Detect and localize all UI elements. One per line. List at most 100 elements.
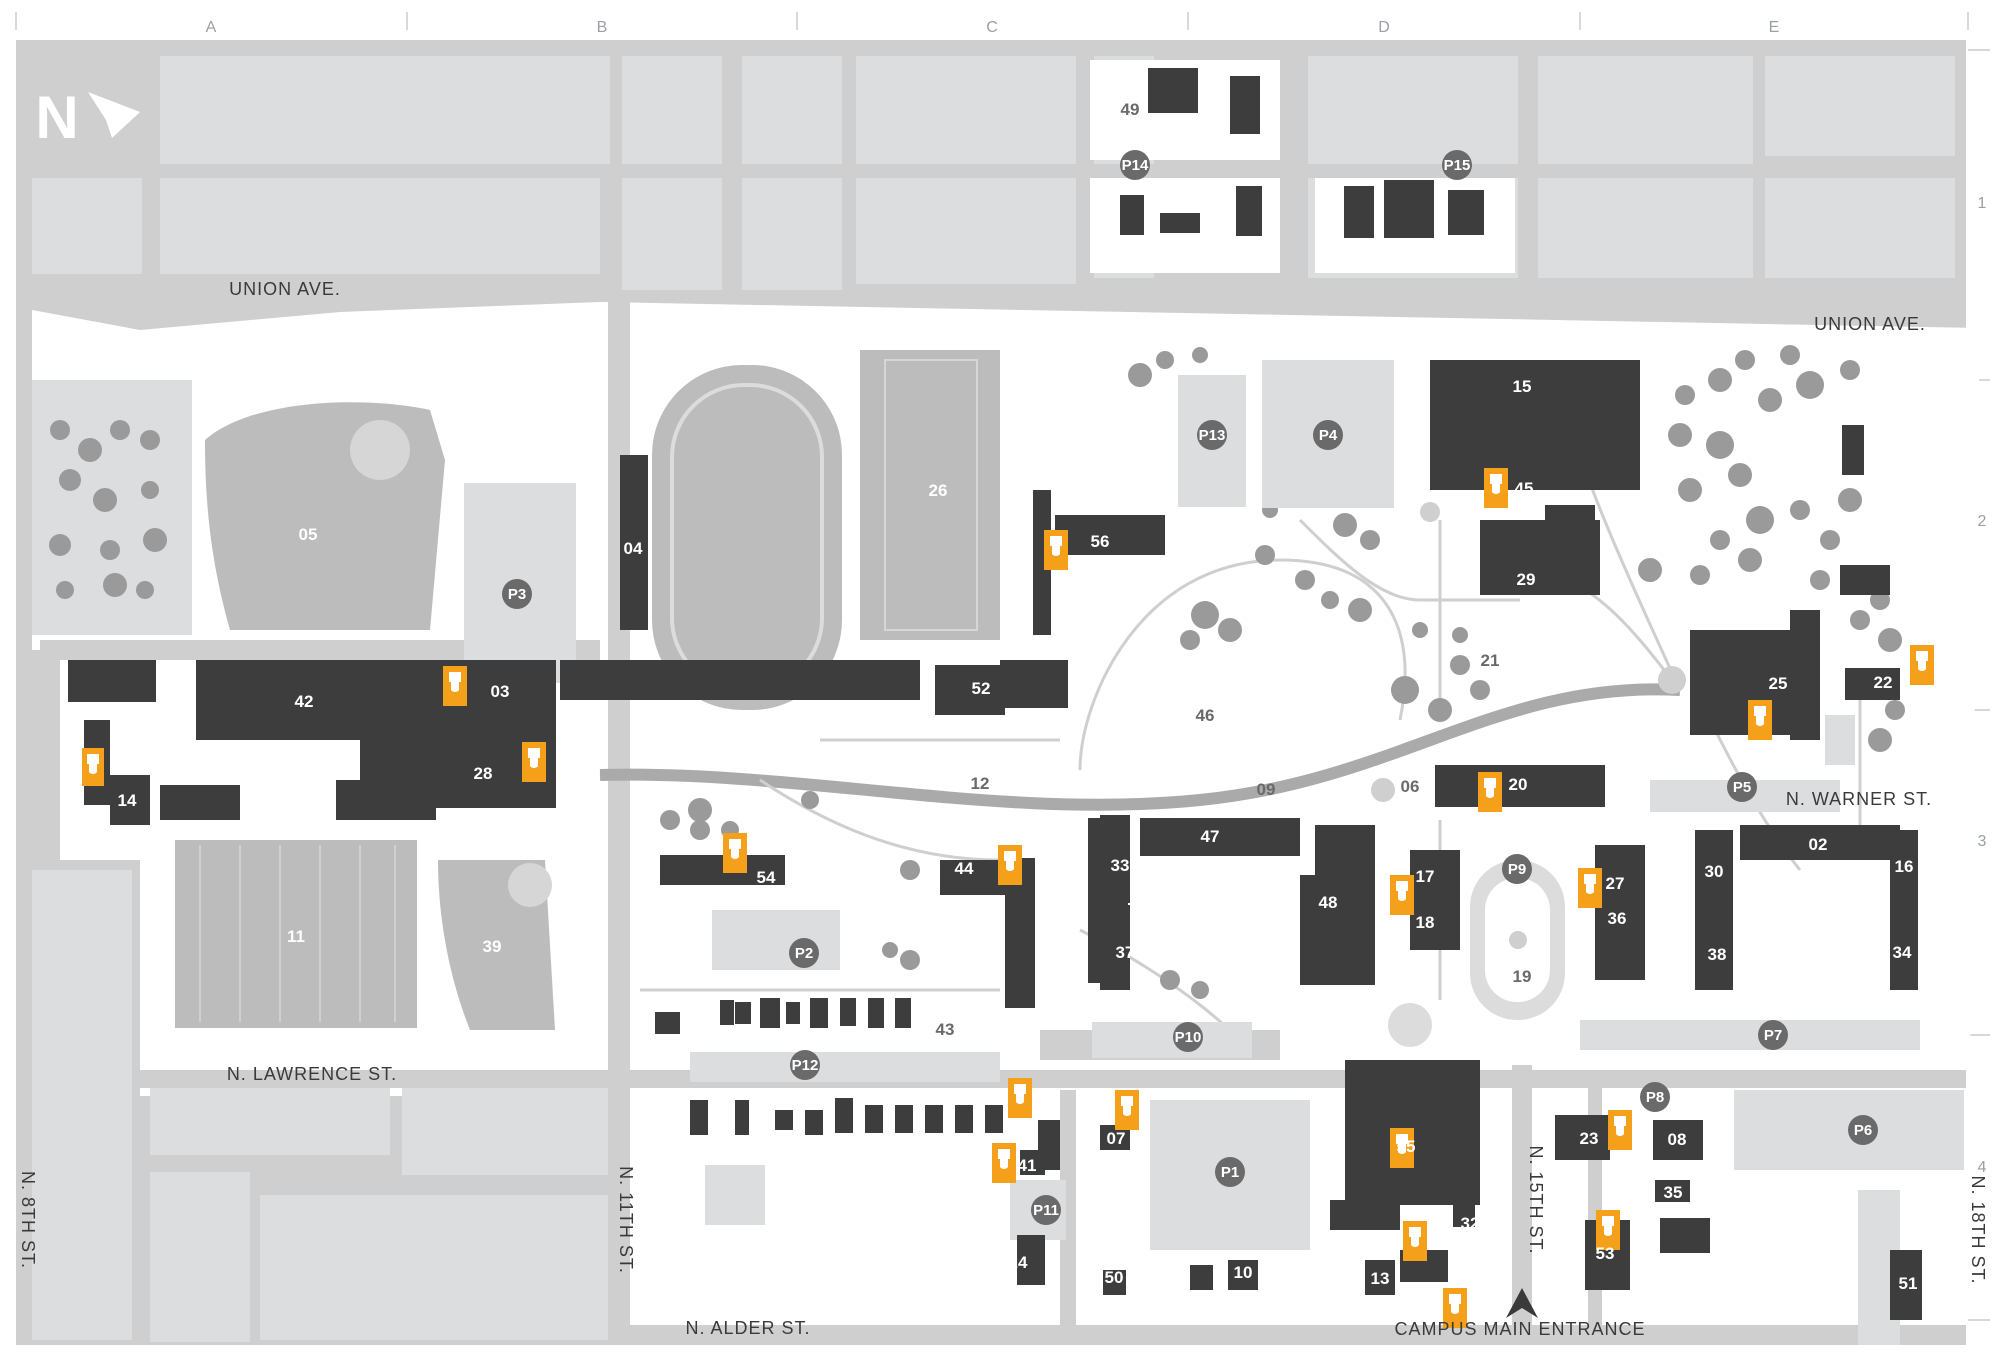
building-42[interactable]: 42 — [295, 692, 314, 711]
restroom-icon[interactable] — [443, 666, 467, 706]
building-22[interactable]: 22 — [1874, 673, 1893, 692]
parking-p2[interactable]: P2 — [789, 938, 819, 968]
building-32[interactable]: 32 — [1461, 1214, 1480, 1233]
fountain — [1388, 1003, 1432, 1047]
restroom-icon[interactable] — [1115, 1090, 1139, 1130]
parking-p11[interactable]: P11 — [1031, 1195, 1061, 1225]
building-02[interactable]: 02 — [1809, 835, 1828, 854]
building-25[interactable]: 25 — [1769, 674, 1788, 693]
building-10[interactable]: 10 — [1234, 1263, 1253, 1282]
field-39-infield — [508, 863, 552, 907]
area-43[interactable]: 43 — [936, 1020, 955, 1039]
building-38[interactable]: 38 — [1708, 945, 1727, 964]
building-28[interactable]: 28 — [474, 764, 493, 783]
area-39[interactable]: 39 — [483, 937, 502, 956]
area-11[interactable]: 11 — [287, 927, 305, 946]
building-30[interactable]: 30 — [1705, 862, 1724, 881]
parking-p7[interactable]: P7 — [1758, 1020, 1788, 1050]
building-03[interactable]: 03 — [491, 682, 510, 701]
grid-col-c: C — [986, 19, 998, 36]
grid-row-4: 4 — [1978, 1159, 1987, 1176]
restroom-icon[interactable] — [1910, 645, 1934, 685]
building-29[interactable]: 29 — [1517, 570, 1536, 589]
parking-p12[interactable]: P12 — [790, 1050, 820, 1080]
restroom-icon[interactable] — [522, 742, 546, 782]
building-40[interactable]: 40 — [1436, 1233, 1455, 1252]
area-06[interactable]: 06 — [1401, 777, 1420, 796]
restroom-icon[interactable] — [1478, 772, 1502, 812]
area-19[interactable]: 19 — [1513, 967, 1532, 986]
building-08[interactable]: 08 — [1668, 1130, 1687, 1149]
restroom-icon[interactable] — [1484, 468, 1508, 508]
building-56[interactable]: 56 — [1091, 532, 1110, 551]
street-lawrence: N. LAWRENCE ST. — [227, 1064, 397, 1084]
building-24[interactable]: 24 — [1009, 1253, 1028, 1272]
building-48[interactable]: 48 — [1319, 893, 1338, 912]
grid-row-3: 3 — [1978, 833, 1987, 850]
area-46[interactable]: 46 — [1196, 706, 1215, 725]
building-35[interactable]: 35 — [1664, 1183, 1683, 1202]
building-34[interactable]: 34 — [1893, 943, 1912, 962]
restroom-icon[interactable] — [1008, 1078, 1032, 1118]
parking-p5[interactable]: P5 — [1727, 772, 1757, 802]
building-51[interactable]: 51 — [1899, 1274, 1918, 1293]
parking-p8[interactable]: P8 — [1640, 1082, 1670, 1112]
building-14[interactable]: 14 — [118, 791, 137, 810]
tree-clusters — [49, 345, 1905, 1040]
parking-p14[interactable]: P14 — [1120, 150, 1150, 180]
restroom-icon[interactable] — [1403, 1221, 1427, 1261]
parking-p9[interactable]: P9 — [1502, 854, 1532, 884]
parking-p6[interactable]: P6 — [1848, 1115, 1878, 1145]
building-15[interactable]: 15 — [1513, 377, 1532, 396]
building-45[interactable]: 45 — [1515, 479, 1534, 498]
building-18[interactable]: 18 — [1416, 913, 1435, 932]
building-23[interactable]: 23 — [1580, 1129, 1599, 1148]
parking-p10[interactable]: P10 — [1173, 1022, 1203, 1052]
restroom-icon[interactable] — [1596, 1210, 1620, 1250]
restroom-icon[interactable] — [998, 845, 1022, 885]
area-21[interactable]: 21 — [1481, 651, 1500, 670]
parking-p3[interactable]: P3 — [502, 579, 532, 609]
campus-main-entrance[interactable]: CAMPUS MAIN ENTRANCE — [1394, 1319, 1645, 1339]
building-44[interactable]: 44 — [955, 859, 974, 878]
building-37[interactable]: 37 — [1116, 943, 1135, 962]
building-50[interactable]: 50 — [1105, 1268, 1124, 1287]
parking-p13[interactable]: P13 — [1197, 420, 1227, 450]
building-47[interactable]: 47 — [1201, 827, 1220, 846]
restroom-icon[interactable] — [1443, 1288, 1467, 1328]
building-17[interactable]: 17 — [1416, 867, 1435, 886]
building-07[interactable]: 07 — [1107, 1129, 1126, 1148]
area-05[interactable]: 05 — [299, 525, 318, 544]
parking-p1[interactable]: P1 — [1215, 1157, 1245, 1187]
building-33[interactable]: 33 — [1111, 856, 1130, 875]
block-sw-4 — [402, 1085, 612, 1175]
restroom-icon[interactable] — [992, 1143, 1016, 1183]
building-55[interactable]: 55 — [1397, 1137, 1416, 1156]
area-09[interactable]: 09 — [1257, 780, 1276, 799]
building-13[interactable]: 13 — [1371, 1269, 1390, 1288]
building-20[interactable]: 20 — [1509, 775, 1528, 794]
building-27[interactable]: 27 — [1606, 874, 1625, 893]
restroom-icon[interactable] — [1608, 1110, 1632, 1150]
building-41[interactable]: 41 — [1018, 1156, 1037, 1175]
building-36[interactable]: 36 — [1608, 909, 1627, 928]
parking-p15[interactable]: P15 — [1442, 150, 1472, 180]
restroom-icon[interactable] — [1044, 530, 1068, 570]
building-16[interactable]: 16 — [1895, 857, 1914, 876]
area-26[interactable]: 26 — [929, 481, 948, 500]
building-53[interactable]: 53 — [1596, 1244, 1615, 1263]
area-01[interactable]: 01 — [1806, 428, 1825, 447]
parking-p4[interactable]: P4 — [1313, 420, 1343, 450]
area-12[interactable]: 12 — [971, 774, 990, 793]
restroom-icon[interactable] — [1748, 700, 1772, 740]
building-54[interactable]: 54 — [757, 868, 776, 887]
restroom-icon[interactable] — [723, 833, 747, 873]
restroom-icon[interactable] — [1578, 868, 1602, 908]
restroom-icon[interactable] — [82, 748, 104, 786]
restroom-icon[interactable] — [1390, 875, 1414, 915]
area-49[interactable]: 49 — [1121, 100, 1140, 119]
restroom-icon[interactable] — [1390, 1128, 1414, 1168]
area-04[interactable]: 04 — [624, 539, 643, 558]
building-52[interactable]: 52 — [972, 679, 991, 698]
building-31[interactable]: 31 — [1871, 453, 1890, 472]
